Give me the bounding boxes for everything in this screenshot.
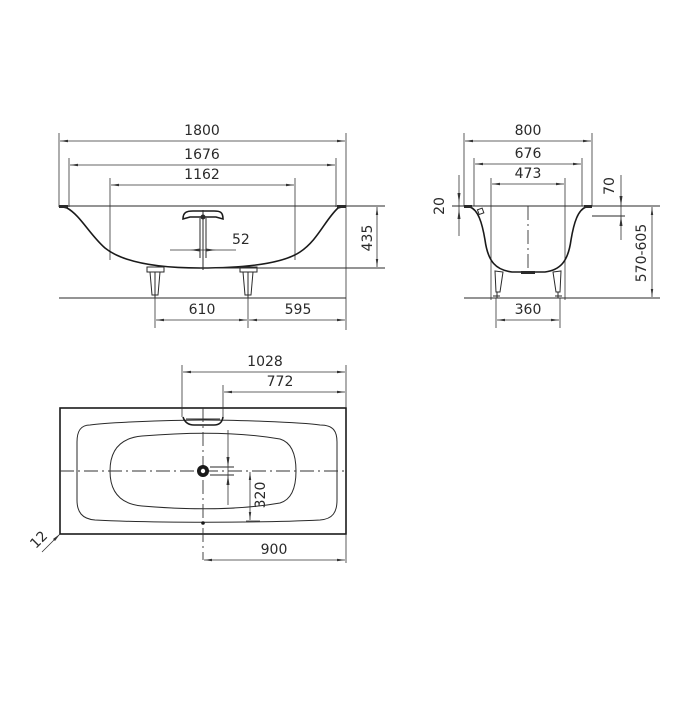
dim-foot-spacing: 610 (156, 302, 247, 322)
dim-overflow-from-end: 1028 (183, 354, 345, 374)
dim-overflow-offset-label: 52 (232, 232, 250, 248)
dim-bottom-length: 1162 (111, 167, 294, 187)
dim-foot-spacing-label: 610 (189, 302, 216, 318)
dim-height-range-label: 570-605 (634, 224, 650, 283)
dim-rim-thickness: 20 (432, 175, 461, 236)
dim-bottom-length-label: 1162 (184, 167, 220, 183)
dim-overflow-offset: 52 (170, 232, 250, 252)
end-foot-right-icon (552, 270, 562, 298)
tub-basin (109, 432, 297, 510)
dim-height-range: 570-605 (634, 207, 654, 297)
dim-overall-width-label: 800 (515, 123, 542, 139)
plan-view: 320 1028 772 900 12 (27, 354, 347, 563)
dim-drain-from-end-label: 900 (261, 542, 288, 558)
dim-depth-label: 435 (360, 225, 376, 252)
dim-foot-to-end-label: 595 (285, 302, 312, 318)
dim-overflow-inner-label: 772 (267, 374, 294, 390)
drain-icon (197, 465, 209, 477)
dim-inner-width-label: 676 (515, 146, 542, 162)
dim-overall-length: 1800 (60, 123, 345, 143)
dim-overflow-from-end-label: 1028 (247, 354, 283, 370)
dim-overflow-inner: 772 (224, 374, 345, 394)
dim-drain-from-end: 900 (204, 542, 345, 562)
foot-left-icon (146, 266, 165, 298)
dim-corner-radius: 12 (27, 528, 61, 553)
dim-drain-offset: 320 (246, 472, 269, 522)
dim-bottom-width: 473 (492, 166, 564, 186)
dim-rim-thickness-label: 20 (432, 197, 448, 215)
tub-inner-rim (76, 419, 338, 523)
overflow-handle-icon (182, 416, 224, 426)
dim-bottom-width-label: 473 (515, 166, 542, 182)
dim-corner-radius-label: 12 (27, 528, 51, 552)
end-foot-left-icon (493, 270, 504, 298)
side-view: 1800 1676 1162 (58, 123, 385, 330)
overflow-marker-icon (476, 207, 485, 216)
dim-end-foot-spacing-label: 360 (515, 302, 542, 318)
dim-end-foot-spacing: 360 (497, 302, 559, 322)
dim-foot-to-end: 595 (249, 302, 345, 322)
end-view: 800 676 473 (432, 123, 660, 328)
dim-overall-width: 800 (465, 123, 591, 143)
overflow-fitting-icon (182, 210, 224, 270)
dim-rim-drop-label: 70 (602, 177, 618, 195)
dim-inner-length: 1676 (70, 147, 335, 167)
dim-drain-offset-label: 320 (253, 482, 269, 509)
dim-inner-width: 676 (475, 146, 581, 166)
dim-depth: 435 (360, 207, 379, 267)
dim-overall-length-label: 1800 (184, 123, 220, 139)
foot-right-icon (239, 266, 258, 298)
dim-rim-drop: 70 (592, 175, 625, 240)
dim-inner-length-label: 1676 (184, 147, 220, 163)
